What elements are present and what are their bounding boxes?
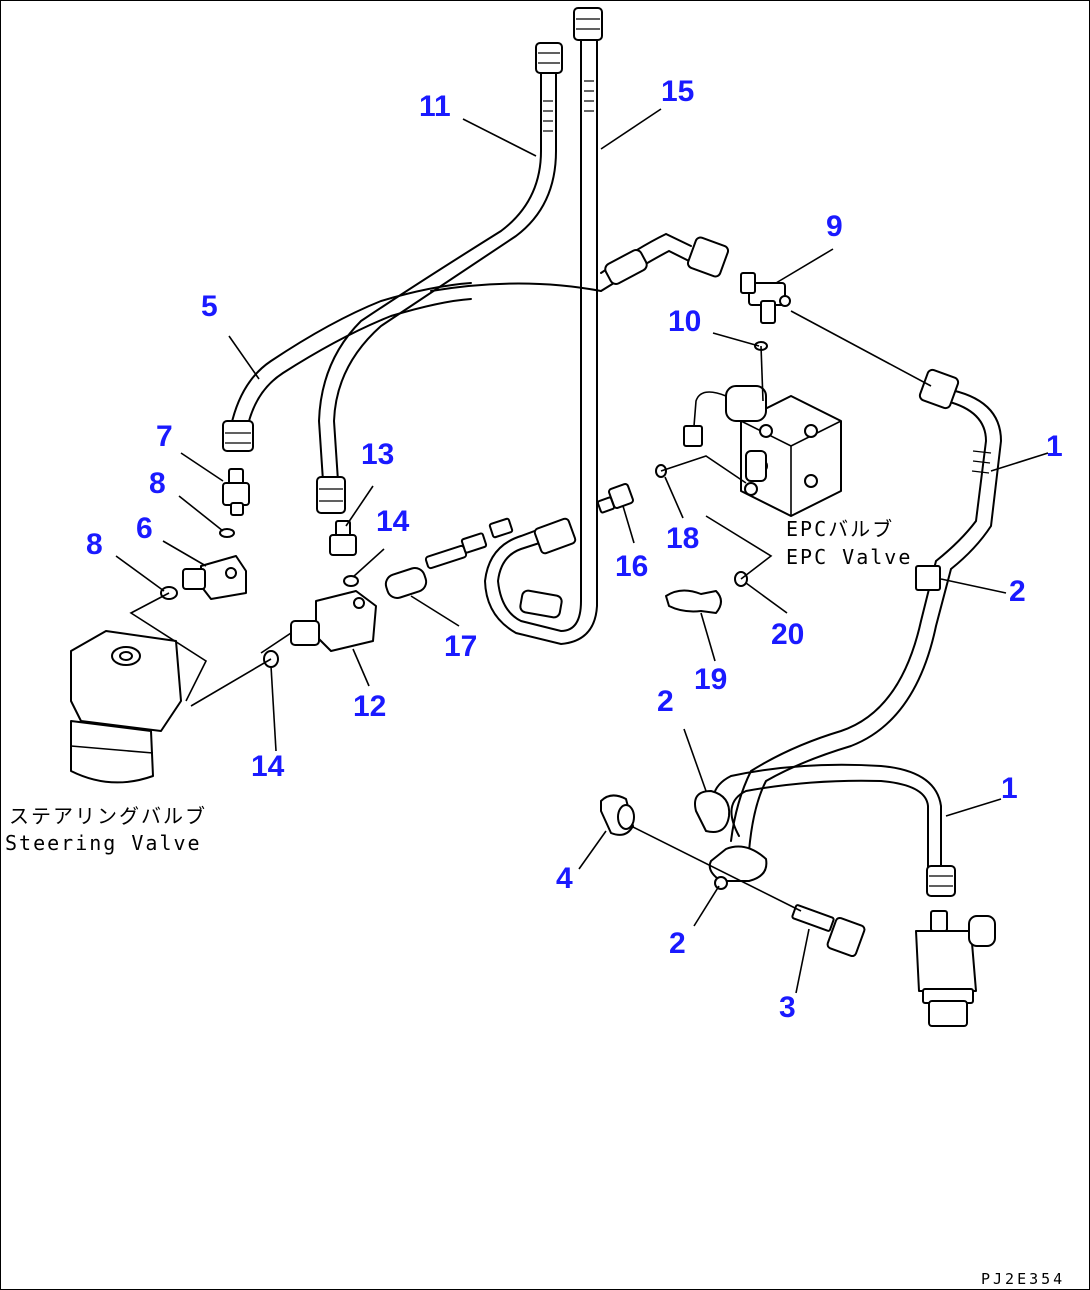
hose-5 (222, 282, 602, 452)
callout-3: 3 (779, 991, 796, 1024)
block-6 (182, 555, 247, 600)
fitting-17 (596, 483, 634, 514)
callout-20: 20 (771, 618, 804, 651)
elbow-19 (665, 589, 722, 614)
callout-4: 4 (556, 862, 573, 895)
steering-valve (70, 630, 182, 784)
callout-7: 7 (156, 420, 173, 453)
callout-15: 17 (444, 630, 477, 663)
fitting-7 (222, 468, 250, 516)
callout-2-mid: 2 (657, 685, 674, 718)
caption-steering-en: Steering Valve (5, 831, 202, 855)
caption-epc-en: EPC Valve (786, 545, 912, 569)
o-ring-14-upper (343, 575, 359, 587)
callout-2-right: 2 (1009, 575, 1026, 608)
callout-14-upper: 14 (376, 505, 410, 538)
callout-1-lower: 1 (1001, 772, 1018, 805)
callout-8-lower: 8 (86, 528, 103, 561)
callout-12: 12 (353, 690, 386, 723)
callout-2-bottom: 2 (669, 927, 686, 960)
o-ring-8-upper (219, 528, 235, 538)
hose-1-lower (712, 763, 956, 897)
bolt-3 (791, 904, 866, 958)
caption-steering-jp: ステアリングバルブ (9, 804, 207, 828)
callout-9: 9 (826, 210, 843, 243)
callout-17: 16 (615, 550, 648, 583)
callout-1-upper: 1 (1046, 430, 1063, 463)
fitting-13 (329, 520, 357, 556)
callout-13: 13 (361, 438, 394, 471)
callout-5: 5 (201, 290, 218, 323)
callout-11: 11 (419, 90, 451, 123)
hose-1-upper (730, 368, 1003, 852)
assembly-lines (129, 310, 932, 912)
hose-upper-right (600, 232, 730, 292)
callout-16: 15 (661, 75, 694, 108)
elbow-fitting (915, 910, 996, 1027)
callout-10: 10 (668, 305, 701, 338)
callout-19: 19 (694, 663, 727, 696)
valve-12 (290, 590, 377, 652)
callout-18: 18 (666, 522, 699, 555)
hose-16 (483, 7, 603, 646)
spacer-4 (600, 794, 635, 836)
callouts: 11 15 5 9 10 7 8 6 8 13 14 17 12 14 16 1… (86, 75, 1063, 1024)
leader-lines (115, 108, 1049, 994)
epc-valve (683, 385, 842, 517)
callout-6: 6 (136, 512, 153, 545)
drawing-code: PJ2E354 (981, 1270, 1065, 1288)
hose-11 (316, 42, 563, 514)
fitting-9 (740, 272, 791, 324)
callout-14-lower: 14 (251, 750, 285, 783)
solenoid-15 (384, 517, 514, 599)
caption-epc-jp: EPCバルブ (786, 517, 894, 541)
callout-8-upper: 8 (149, 467, 166, 500)
